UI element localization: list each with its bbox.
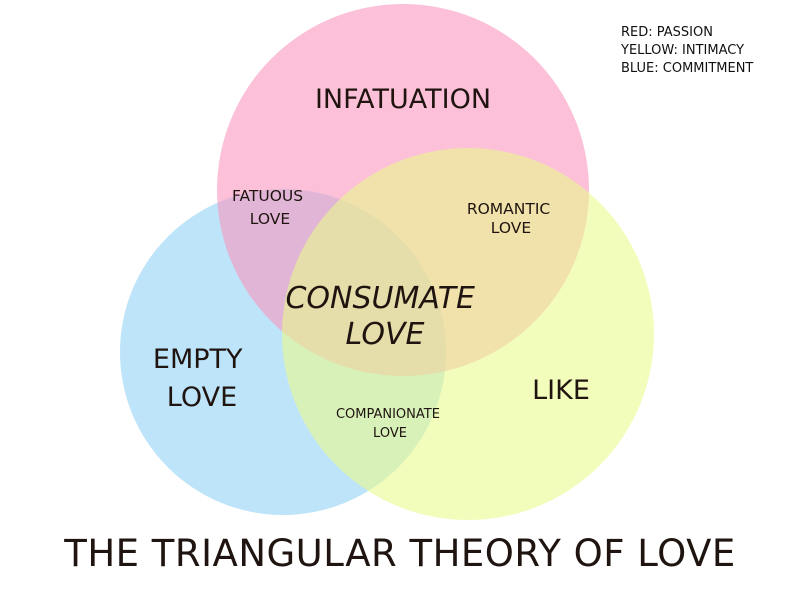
label-empty-love: EMPTY LOVE [153,344,251,413]
label-companionate-love: COMPANIONATE LOVE [336,407,444,441]
legend-passion: RED: PASSION [621,25,713,40]
diagram-title: THE TRIANGULAR THEORY OF LOVE [64,532,736,575]
circle-intimacy [282,148,654,520]
legend-commitment: BLUE: COMMITMENT [621,61,754,76]
label-infatuation: INFATUATION [315,84,491,115]
label-consumate-love: CONSUMATE LOVE [285,281,484,352]
label-romantic-love: ROMANTIC LOVE [467,200,555,237]
legend: RED: PASSION YELLOW: INTIMACY BLUE: COMM… [621,24,753,78]
label-fatuous-love: FATUOUS LOVE [232,187,308,228]
label-like: LIKE [532,375,590,406]
legend-intimacy: YELLOW: INTIMACY [621,43,745,58]
